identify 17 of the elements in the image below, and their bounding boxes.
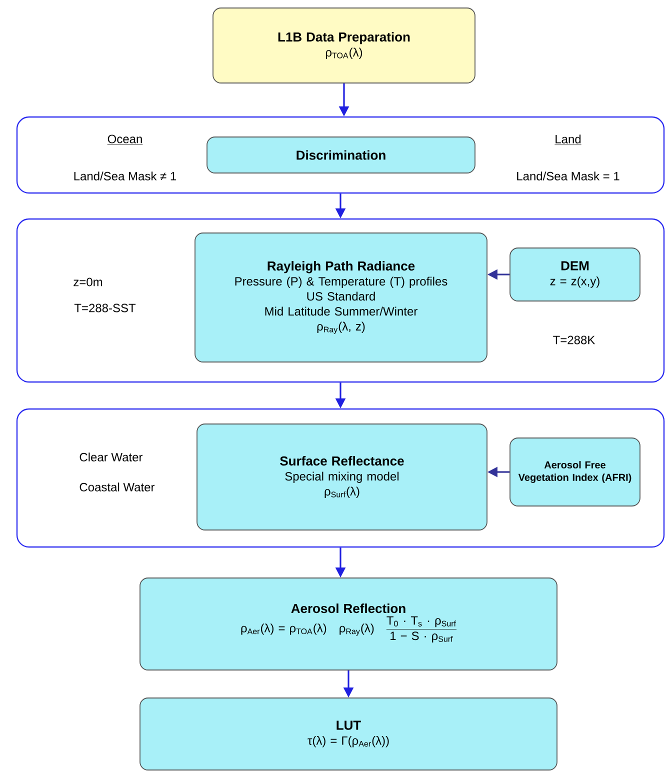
process-box: Aerosol Free Vegetation Index (AFRI) [510,438,640,506]
process-box: Rayleigh Path Radiance Pressure (P) & Temperature (T) profiles US Standard Mid Latitude Summer/Winter ρ$_{Ray}$(λ, z) [194,232,488,362]
region-label: z=0m [74,278,102,286]
process-box: LUT τ(λ) = Γ(ρ$_{Aer}$(λ)) [140,698,558,770]
region-label: T=288-SST [74,304,136,312]
region-label: Land [554,134,582,146]
region-label: Clear Water [80,452,143,462]
process-box: Surface Reflectance Special mixing model ρ$_{Surf}$(λ) [196,424,488,530]
region-label: T=288K [553,336,596,344]
process-box: DEM z = z(x,y) [510,248,640,302]
data-box: L1B Data Preparation ρ$_{TOA}$(λ) [212,8,476,84]
process-box: Aerosol Reflection ρ$_{Aer}$(λ) = ρ$_{TOA}$(λ) ρ$_{Ray}$(λ) T$_{0}$ · T$_{s}$ · ρ$_{Surf}$ 1 − S · ρ$_{Surf}$ [140,578,558,670]
region-label: Land/Sea Mask ≠ 1 [74,172,176,180]
region-label: Land/Sea Mask = 1 [517,172,620,180]
region-label: Ocean [107,134,143,145]
region-label: Coastal Water [80,482,155,492]
process-box: Discrimination [206,136,476,174]
